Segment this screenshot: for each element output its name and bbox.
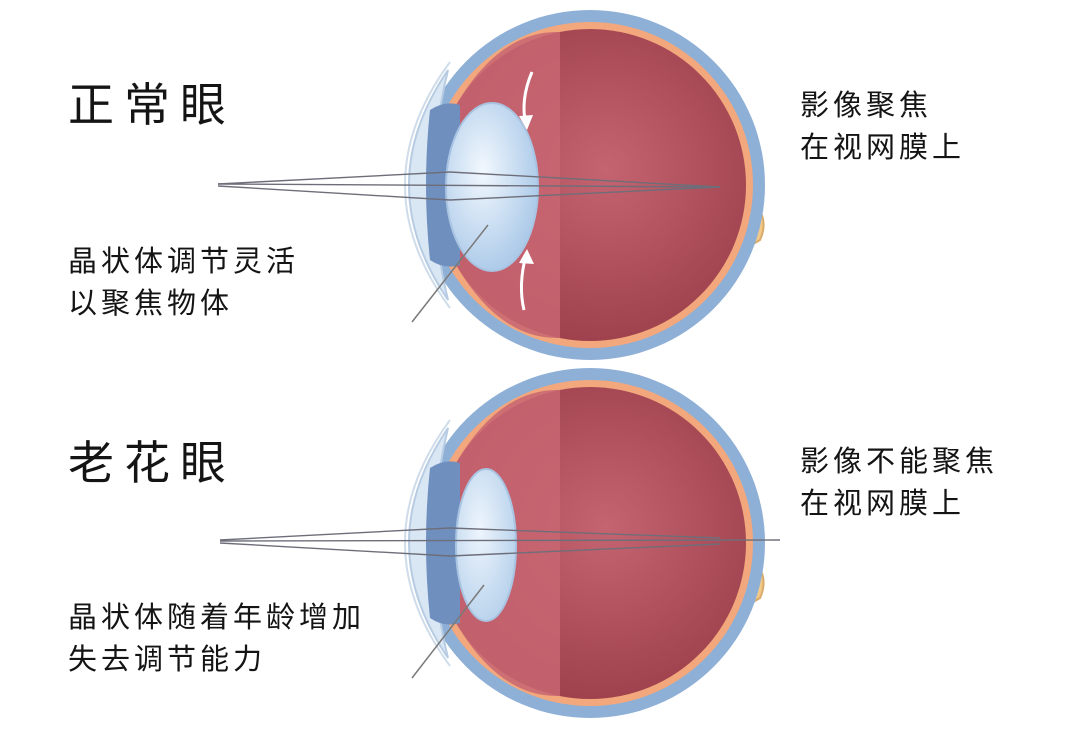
note-line: 影像聚焦 [800,88,933,122]
normal-eye-result-note: 影像聚焦 在视网膜上 [800,84,965,168]
cornea-outer [404,419,451,667]
lens-pointer [411,224,489,323]
normal-eye [217,10,765,360]
normal-eye-lens-note: 晶状体调节灵活 以聚焦物体 [68,240,299,324]
note-line: 在视网膜上 [800,486,966,520]
note-line: 以聚焦物体 [68,286,234,320]
iris [426,461,460,625]
note-line: 在视网膜上 [800,130,966,164]
lens [455,468,517,622]
note-line: 晶状体调节灵活 [68,244,300,278]
presbyopia-result-note: 影像不能聚焦 在视网膜上 [800,440,998,524]
normal-eye-title: 正常眼 [68,78,236,132]
lens [445,102,539,272]
lens-pointer [411,584,485,679]
note-line: 影像不能聚焦 [800,444,999,478]
light-rays [217,171,721,201]
note-line: 晶状体随着年龄增加 [68,600,366,634]
presbyopia-lens-note: 晶状体随着年龄增加 失去调节能力 [68,596,365,680]
note-line: 失去调节能力 [68,642,267,676]
light-rays [219,527,781,557]
presbyopic-eye [219,368,781,718]
presbyopia-title: 老花眼 [68,436,236,490]
